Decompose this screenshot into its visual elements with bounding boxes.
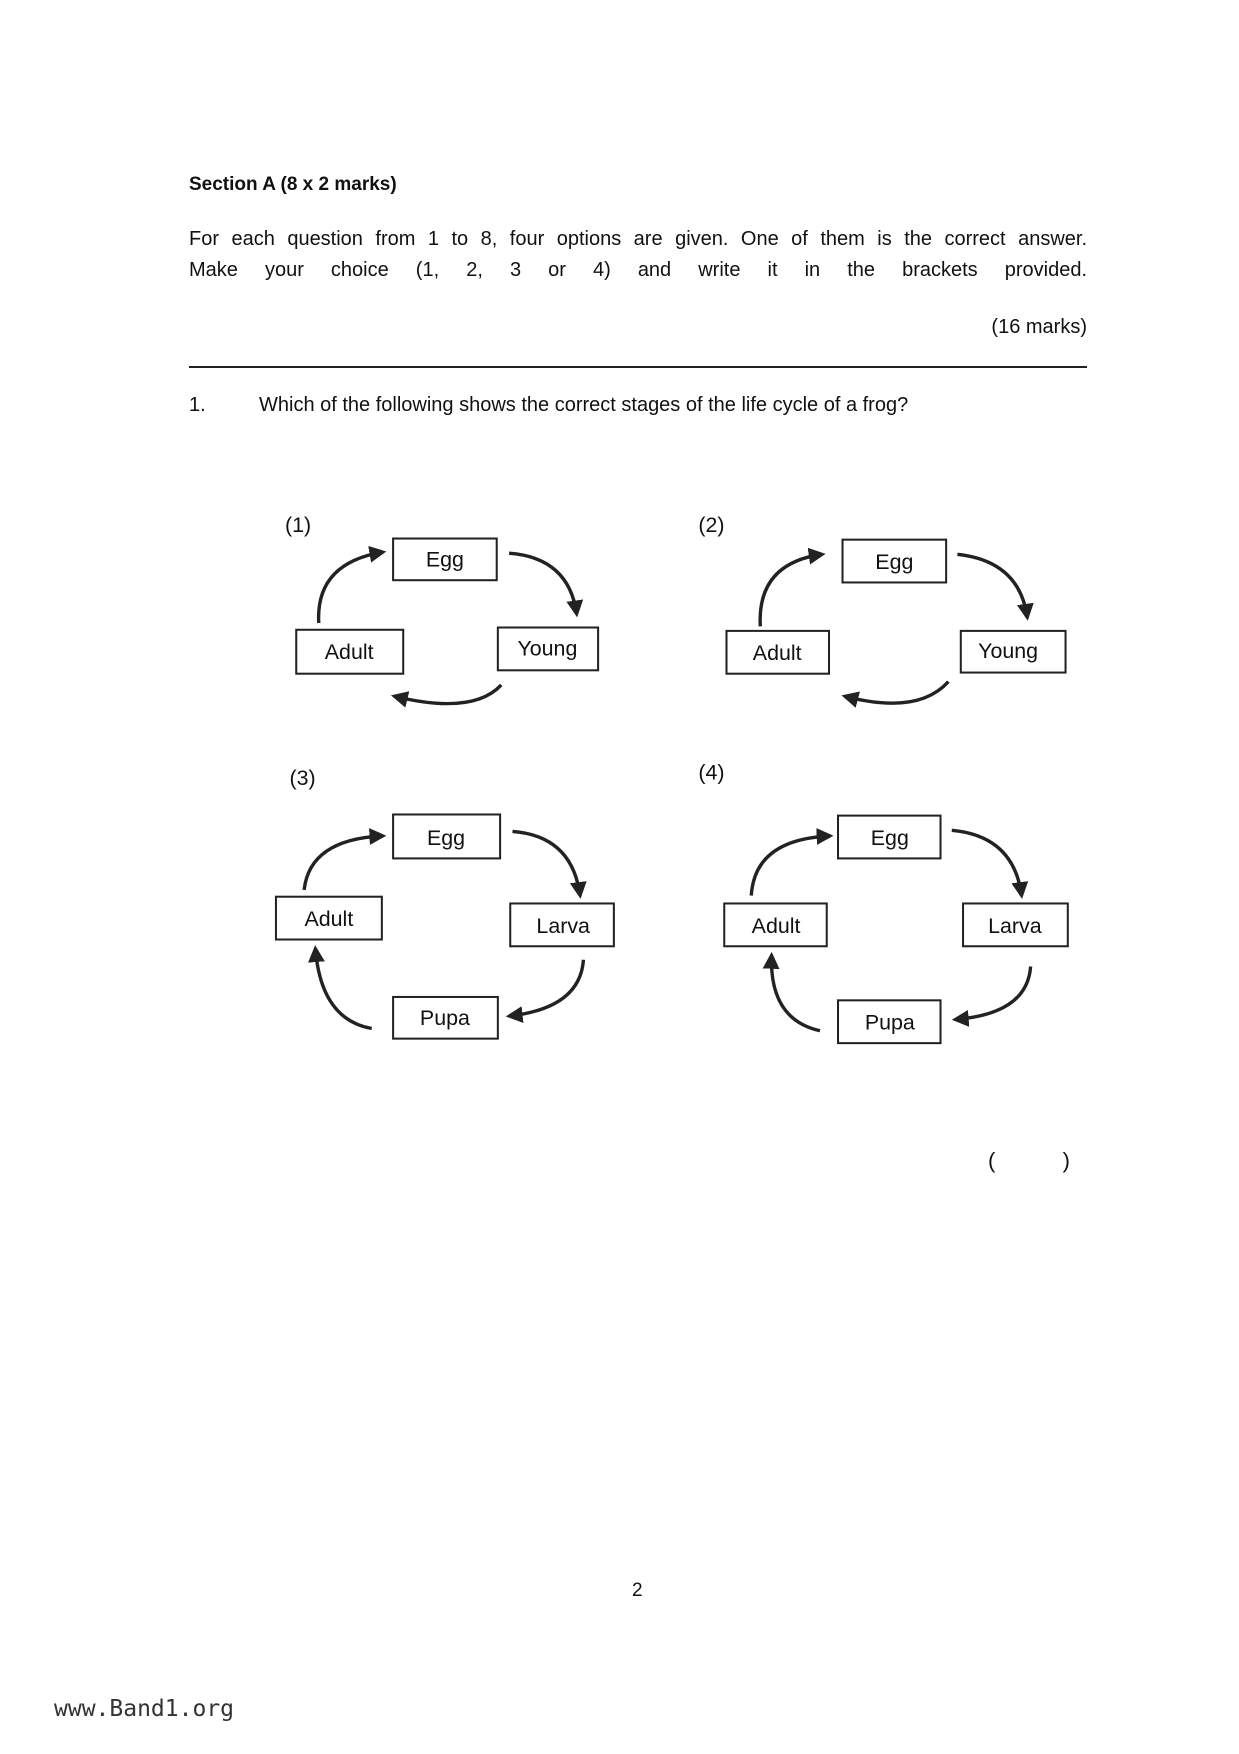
option-label: (1) — [285, 513, 311, 537]
stage-box-young — [959, 629, 1067, 674]
stage-label: Egg — [426, 548, 464, 572]
stage-box-adult — [725, 629, 831, 675]
stage-box-adult — [723, 902, 828, 948]
stage-label: Egg — [427, 826, 465, 850]
stage-label: Pupa — [420, 1006, 470, 1030]
option-2-diagram: (2) Egg Young Adult — [698, 513, 1067, 708]
option-label: (3) — [289, 766, 315, 790]
option-3-diagram: (3) Egg Larva Pupa Adult — [274, 766, 615, 1040]
stage-label: Adult — [753, 641, 802, 665]
arrow-icon — [841, 680, 950, 708]
stage-box-egg — [841, 538, 948, 584]
option-1-diagram: (1) Egg Young Adult — [285, 513, 600, 708]
arrow-icon — [308, 945, 372, 1031]
instructions-line-1: For each question from 1 to 8, four opti… — [189, 228, 1087, 250]
arrow-icon — [505, 959, 586, 1024]
stage-box-egg — [392, 537, 498, 582]
stage-label: Larva — [988, 914, 1042, 938]
stage-box-adult — [295, 628, 405, 675]
footer-watermark: www.Band1.org — [54, 1696, 235, 1722]
stage-box-egg — [392, 813, 502, 860]
option-label: (4) — [698, 761, 724, 785]
stage-label: Young — [978, 639, 1038, 663]
arrow-icon — [390, 683, 503, 708]
answer-brackets[interactable]: ( ) — [988, 1148, 1070, 1174]
stage-label: Egg — [871, 826, 909, 850]
arrow-icon — [508, 551, 584, 618]
option-4-diagram: (4) Egg Larva Pupa Adult — [698, 761, 1069, 1045]
arrow-icon — [762, 951, 821, 1033]
stage-label: Egg — [875, 550, 913, 574]
stage-box-pupa — [837, 999, 942, 1045]
stage-box-egg — [837, 814, 942, 860]
arrow-icon — [512, 829, 587, 899]
stage-label: Adult — [752, 914, 801, 938]
stage-box-pupa — [392, 995, 499, 1040]
stage-box-larva — [962, 902, 1069, 948]
section-title: Section A (8 x 2 marks) — [189, 174, 397, 195]
stage-label: Young — [517, 637, 577, 661]
question-number: 1. — [189, 394, 206, 416]
page-number: 2 — [632, 1580, 643, 1601]
bracket-open: ( — [988, 1148, 996, 1173]
arrow-icon — [957, 552, 1034, 621]
stage-label: Adult — [305, 907, 354, 931]
question-text: Which of the following shows the correct… — [259, 394, 909, 416]
stage-box-young — [496, 626, 600, 672]
stage-label: Pupa — [865, 1011, 915, 1035]
arrow-icon — [758, 547, 826, 627]
divider — [189, 366, 1087, 368]
stage-label: Adult — [325, 640, 374, 664]
stage-label: Larva — [536, 914, 590, 938]
stage-box-larva — [509, 902, 615, 948]
arrow-icon — [951, 966, 1033, 1027]
stage-box-adult — [274, 895, 383, 941]
marks-total: (16 marks) — [991, 316, 1087, 338]
option-label: (2) — [698, 513, 724, 537]
instructions-line-2: Make your choice (1, 2, 3 or 4) and writ… — [189, 259, 1087, 281]
instructions: For each question from 1 to 8, four opti… — [189, 224, 1087, 286]
arrow-icon — [951, 828, 1029, 899]
arrow-icon — [749, 828, 834, 896]
arrow-icon — [302, 828, 387, 891]
bracket-close: ) — [1062, 1148, 1070, 1173]
arrow-icon — [317, 545, 387, 624]
